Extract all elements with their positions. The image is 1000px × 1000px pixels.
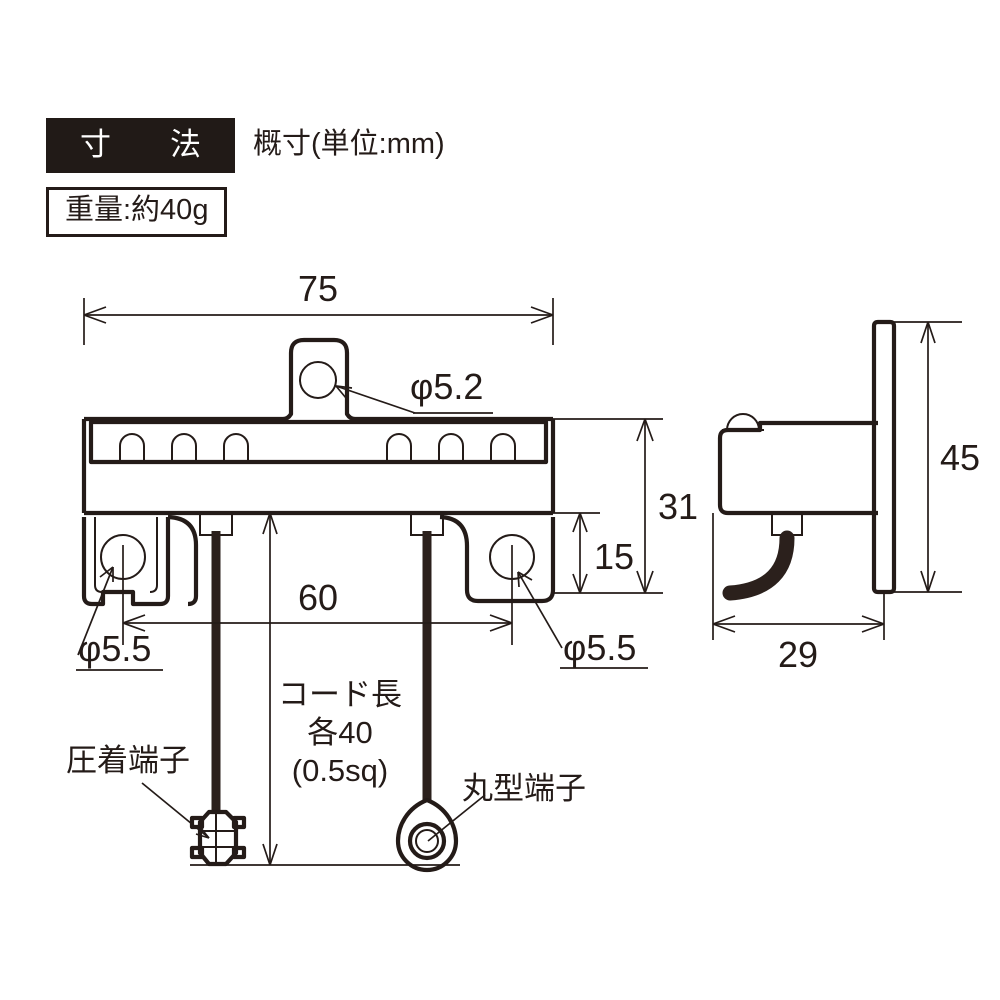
dimension-side-depth-29-label: 29 (778, 634, 818, 675)
side-back-plate (871, 319, 897, 595)
header-block: 寸 法 概寸(単位:mm) 重量:約40g (46, 118, 646, 237)
leader-phi-5-2: φ5.2 (335, 366, 493, 414)
side-dome (726, 413, 760, 431)
cord-length-label-line2: 各40 (307, 715, 372, 750)
hole-phi-5-5-left-label: φ5.5 (78, 628, 151, 669)
dimension-width-75-label: 75 (298, 268, 338, 309)
hole-phi-5-2 (299, 361, 337, 399)
crimp-terminal (189, 809, 247, 867)
dimension-spacing-60: 60 (122, 545, 513, 645)
left-bracket-tab (81, 514, 199, 607)
leader-phi-5-5-left: φ5.5 (76, 566, 163, 671)
hole-phi-5-2-label: φ5.2 (410, 366, 483, 407)
right-bracket-tab (439, 514, 556, 604)
dimension-height-31: 31 (553, 418, 698, 594)
side-view-group: 45 29 (712, 319, 980, 675)
cord-length-label-line1: コード長 (278, 677, 402, 712)
side-body-profile (717, 420, 878, 516)
hole-phi-5-5-right-label: φ5.5 (563, 627, 636, 668)
leader-round-terminal: 丸型端子 (427, 771, 586, 842)
weight-box: 重量:約40g (46, 187, 228, 237)
front-view-group: 75 φ5.2 (66, 268, 698, 873)
terminal-strip-band (88, 419, 549, 465)
dimension-height-31-label: 31 (658, 486, 698, 527)
leader-crimp-terminal: 圧着端子 (66, 743, 210, 839)
dimension-height-15-label: 15 (594, 536, 634, 577)
crimp-terminal-label: 圧着端子 (66, 743, 190, 778)
dimension-spacing-60-label: 60 (298, 577, 338, 618)
dimension-side-height-45-label: 45 (940, 437, 980, 478)
dimension-cord-length: コード長 各40 (0.5sq) (190, 512, 460, 866)
dimension-height-15: 15 (553, 512, 634, 594)
front-body-top-outline (84, 337, 553, 422)
round-terminal-label: 丸型端子 (462, 771, 586, 806)
title-row: 寸 法 概寸(単位:mm) (46, 118, 646, 173)
side-cord (722, 530, 795, 601)
dimension-side-depth-29: 29 (712, 513, 885, 675)
section-title-note: 概寸(単位:mm) (253, 127, 445, 160)
cord-length-label-line3: (0.5sq) (292, 753, 388, 788)
leader-phi-5-5-right: φ5.5 (517, 571, 648, 669)
dimension-width-75: 75 (83, 268, 554, 345)
dimension-side-height-45: 45 (894, 321, 980, 593)
round-terminal (395, 797, 459, 873)
section-title-badge: 寸 法 (46, 118, 235, 173)
